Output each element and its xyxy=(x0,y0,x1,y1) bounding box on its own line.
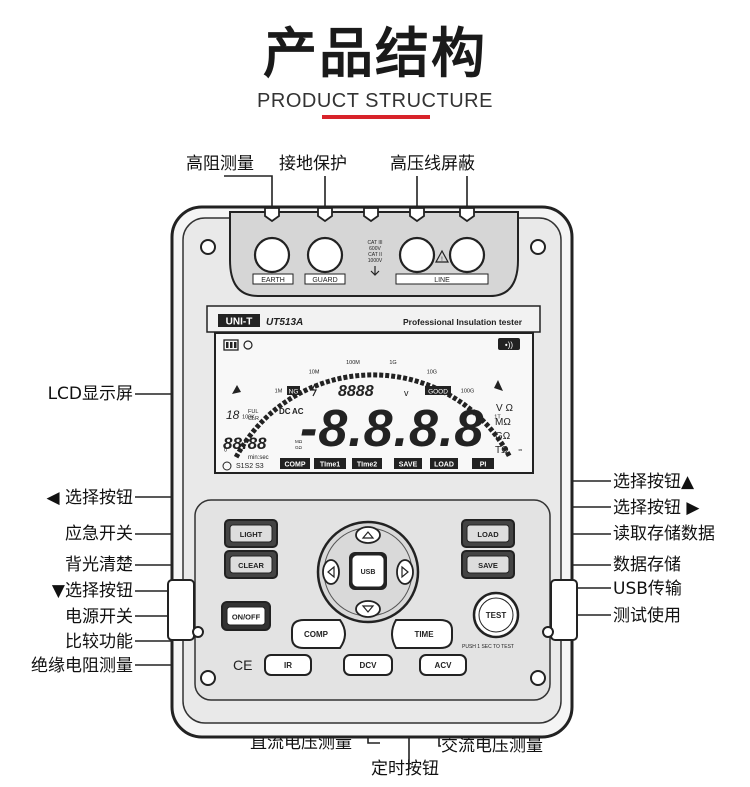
lcd-ng: NG xyxy=(289,389,299,396)
brand-logo: UNI-T xyxy=(226,317,253,328)
lcd-mode-label: SAVE xyxy=(399,462,418,469)
svg-text:•)): •)) xyxy=(505,341,513,350)
svg-text:600V: 600V xyxy=(369,246,381,252)
label-power: 电源开关 xyxy=(65,607,133,627)
model-name: UT513A xyxy=(266,317,303,328)
svg-text:MΩ: MΩ xyxy=(295,439,303,444)
ce-mark: CE xyxy=(233,657,252,673)
lcd-mode-label: TIme1 xyxy=(320,462,340,469)
ir-button-label: IR xyxy=(284,661,292,670)
svg-text:CLR: CLR xyxy=(248,416,259,422)
svg-text:FUL: FUL xyxy=(248,409,258,415)
lcd-scale-label: 1M xyxy=(275,388,283,394)
svg-text:1000V: 1000V xyxy=(368,258,383,264)
label-usb: USB传输 xyxy=(613,579,682,599)
label-up-select: 选择按钮▲ xyxy=(613,472,695,492)
label-high-resistance: 高阻测量 xyxy=(186,154,254,174)
lcd-scale-label: 100K xyxy=(242,415,255,421)
lcd-scale-label: 10M xyxy=(309,370,320,376)
lcd-mode-label: PI xyxy=(480,462,487,469)
label-down-select: ▼选择按钮 xyxy=(51,581,133,601)
svg-text:CAT II: CAT II xyxy=(368,252,382,258)
svg-text:MΩ: MΩ xyxy=(495,417,511,428)
svg-text:CAT III: CAT III xyxy=(367,240,382,246)
svg-text:S1S2 S3: S1S2 S3 xyxy=(236,463,264,470)
label-read-data: 读取存储数据 xyxy=(613,524,715,544)
lcd-resistance-scale: 0 100K 1M 10M 100M 1G 10G 100G 1T ∞ xyxy=(224,360,523,453)
label-lcd: LCD显示屏 xyxy=(47,384,133,404)
lcd-mode-label: TIme2 xyxy=(357,462,377,469)
lcd-voltage-digits: 8888 xyxy=(338,383,374,400)
terminal-line: LINE xyxy=(434,277,450,284)
label-guard: 接地保护 xyxy=(279,154,347,174)
svg-text:v: v xyxy=(404,388,409,398)
label-acv: 交流电压测量 xyxy=(441,736,543,756)
svg-text:V Ω: V Ω xyxy=(496,403,513,414)
usb-button-label: USB xyxy=(361,569,376,576)
page-title: 产品结构 xyxy=(263,22,487,85)
label-store-data: 数据存储 xyxy=(613,555,681,575)
label-backlight: 背光清楚 xyxy=(65,555,133,575)
lcd-scale-label: 10G xyxy=(427,370,437,376)
lcd-mode-label: LOAD xyxy=(434,462,454,469)
title-accent-bar xyxy=(322,115,430,119)
label-time: 定时按钮 xyxy=(371,759,439,779)
label-line-shield: 高压线屏蔽 xyxy=(390,154,475,174)
lcd-mode-box xyxy=(280,458,310,469)
svg-text:min:sec: min:sec xyxy=(248,455,269,461)
acv-button-label: ACV xyxy=(435,661,453,670)
label-emergency: 应急开关 xyxy=(65,524,133,544)
lcd-mode-box xyxy=(394,458,422,469)
time-button-label: TIME xyxy=(414,630,434,639)
power-button-label: ON/OFF xyxy=(232,613,261,622)
label-test-use: 测试使用 xyxy=(613,606,681,626)
lcd-scale-label: 0 xyxy=(224,448,227,454)
load-button-label: LOAD xyxy=(477,530,499,539)
label-insulation: 绝缘电阻测量 xyxy=(31,656,133,676)
page-subtitle: PRODUCT STRUCTURE xyxy=(257,90,493,112)
lcd-mode-indicators: COMP TIme1 TIme2 SAVE LOAD PI xyxy=(280,458,494,469)
svg-text:TΩ: TΩ xyxy=(495,445,509,456)
lcd-scale-label: 1T xyxy=(494,415,501,421)
test-button-label: TEST xyxy=(486,611,507,620)
tagline: Professional Insulation tester xyxy=(403,317,523,327)
terminal-earth: EARTH xyxy=(261,277,285,284)
save-button-label: SAVE xyxy=(478,561,498,570)
lcd-mode-label: COMP xyxy=(285,462,306,469)
lcd-scale-label: 1G xyxy=(389,360,396,366)
svg-text:GΩ: GΩ xyxy=(495,431,511,442)
label-compare: 比较功能 xyxy=(65,632,133,652)
svg-text:!: ! xyxy=(441,257,443,263)
lcd-good: GOOD xyxy=(428,389,448,396)
label-left-select: ◀ 选择按钮 xyxy=(46,488,133,508)
lcd-mode-box xyxy=(430,458,458,469)
lcd-scale-label: ∞ xyxy=(519,448,523,454)
terminal-guard: GUARD xyxy=(312,277,337,284)
push-note: PUSH 1 SEC TO TEST xyxy=(462,644,514,650)
comp-button-label: COMP xyxy=(304,630,329,639)
lcd-scale-label: 100G xyxy=(461,388,474,394)
clear-button-label: CLEAR xyxy=(238,561,264,570)
lcd-mode-box xyxy=(352,458,382,469)
lcd-scale-label: 100M xyxy=(346,360,360,366)
lcd-memory-count: 18 xyxy=(226,408,240,422)
lcd-main-digits: -8.8.8.8 xyxy=(300,400,484,458)
label-right-select: 选择按钮 ▶ xyxy=(613,498,700,518)
lcd-timer: 88:88 xyxy=(223,434,267,453)
lcd-mode-box xyxy=(314,458,346,469)
svg-text:GΩ: GΩ xyxy=(295,445,303,450)
svg-text:AC: AC xyxy=(292,407,304,416)
svg-text:DC: DC xyxy=(279,407,291,416)
light-button-label: LIGHT xyxy=(240,530,263,539)
lcd-mode-box xyxy=(472,458,494,469)
dcv-button-label: DCV xyxy=(360,661,378,670)
